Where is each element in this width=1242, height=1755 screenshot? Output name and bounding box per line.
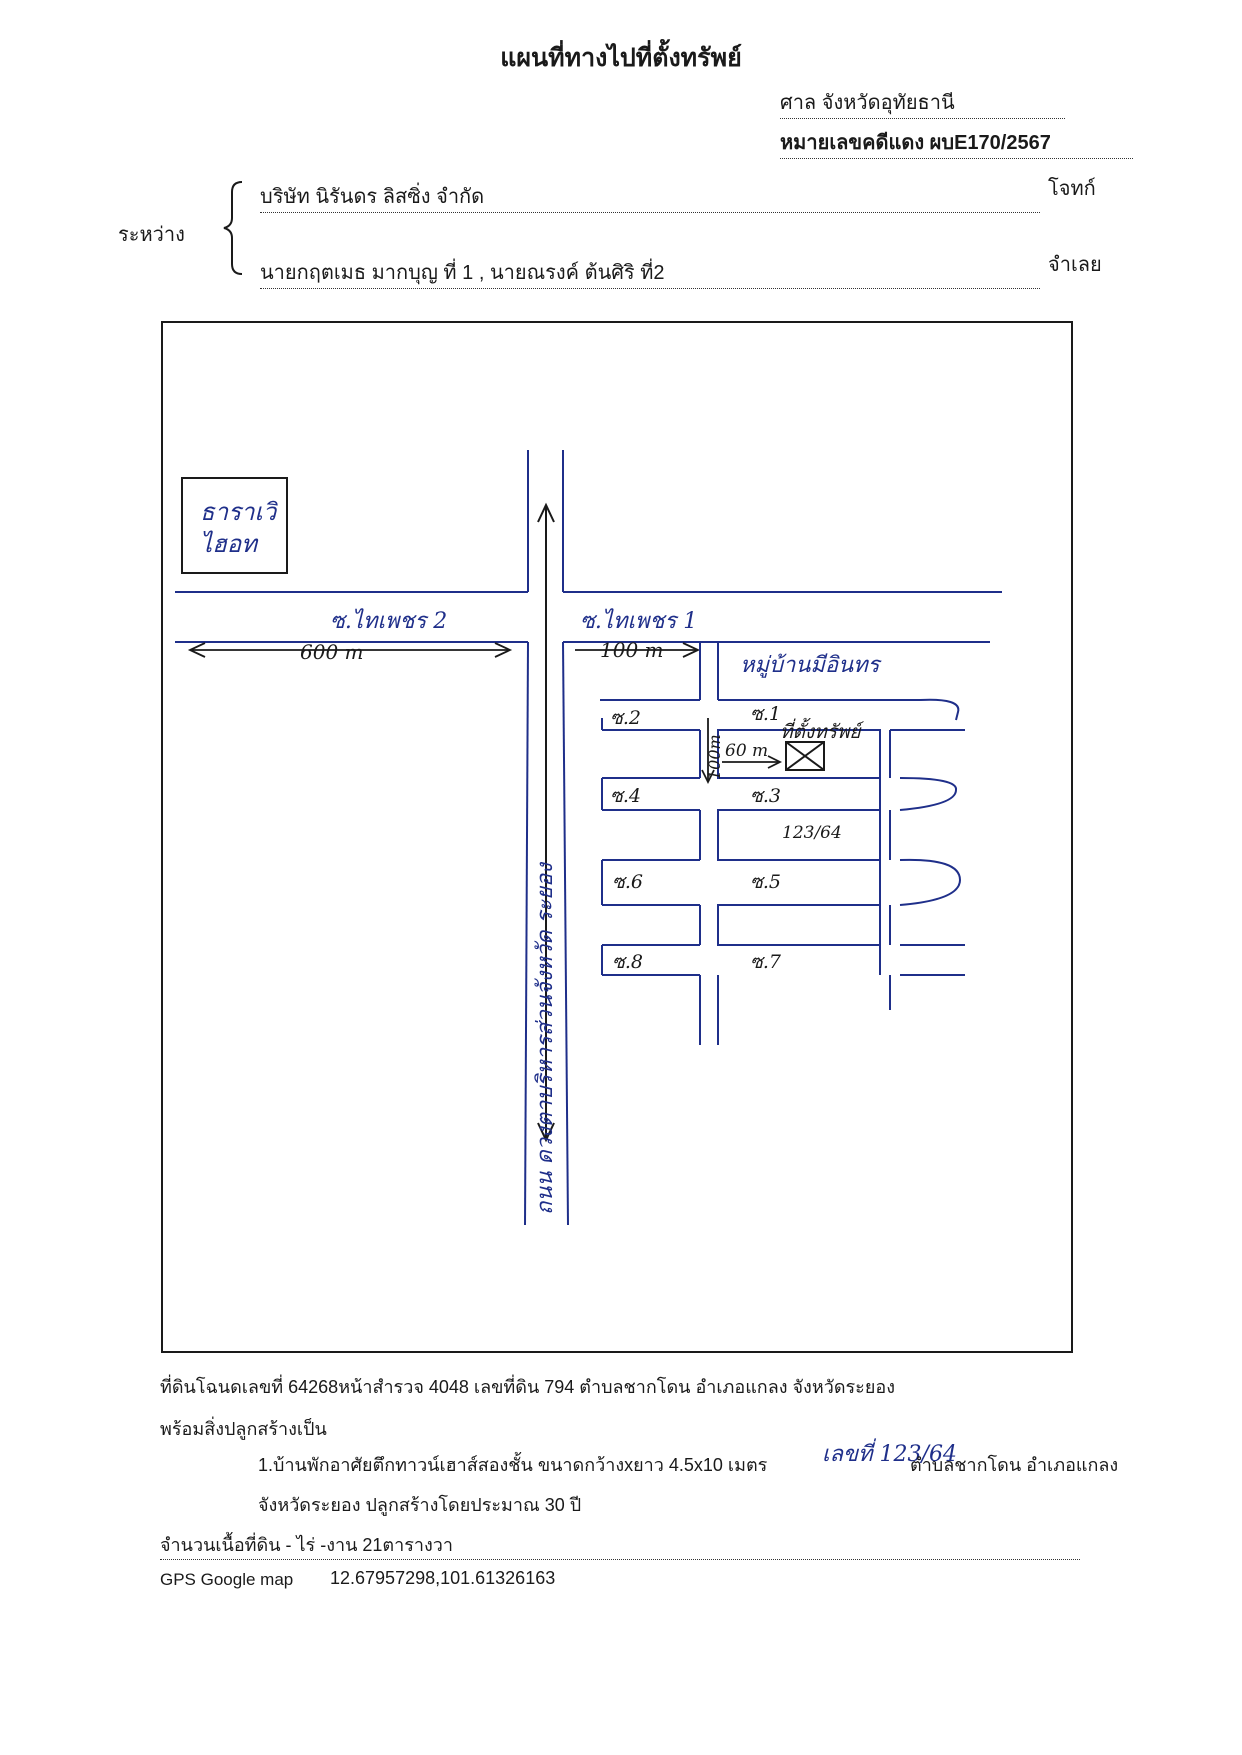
soi-right-label: ซ.ไทเพชร 1 (580, 608, 697, 634)
plaintiff-name: บริษัท นิรันดร ลิสซิ่ง จำกัด (260, 180, 1040, 213)
village-label: หมู่บ้านมีอินทร (740, 653, 883, 678)
dist-left-label: 600 m (300, 640, 364, 664)
building-line-2: จังหวัดระยอง ปลูกสร้างโดยประมาณ 30 ปี (258, 1495, 582, 1515)
document-title: แผนที่ทางไปที่ตั้งทรัพย์ (500, 44, 742, 72)
plaintiff-role: โจทก์ (1048, 178, 1096, 200)
house-number-label: 123/64 (782, 823, 842, 843)
dist-down-label: 100m (705, 734, 724, 780)
landmark-line1: ธาราเวิ (200, 498, 278, 526)
dist-arrows (187, 642, 701, 658)
soi-1-label: ซ.1 (750, 703, 781, 725)
between-label: ระหว่าง (118, 224, 185, 246)
village-roads (600, 698, 965, 1045)
defendant-name: นายกฤตเมธ มากบุญ ที่ 1 , นายณรงค์ ต้นศิร… (260, 256, 1040, 289)
side-roads (175, 591, 1002, 643)
court-name: ศาล จังหวัดอุทัยธานี (780, 86, 1065, 119)
building-line-1-end: ตำบลชากโดน อำเภอแกลง (910, 1455, 1119, 1475)
soi-2-label: ซ.2 (610, 707, 641, 729)
main-road (524, 450, 569, 1226)
soi-5-label: ซ.5 (750, 871, 781, 893)
handwritten-house-number: เลขที่ 123/64 (822, 1442, 957, 1467)
brace-icon (223, 181, 243, 275)
building-line-1: 1.บ้านพักอาศัยตึกทาวน์เฮาส์สองชั้น ขนาดก… (258, 1455, 768, 1475)
map-frame (161, 321, 1073, 1353)
soi-labels: ซ.2 ซ.1 ซ.4 ซ.3 ซ.6 ซ.5 ซ.8 ซ.7 (610, 703, 782, 973)
village-entrance (699, 642, 719, 700)
dist-east-label: 60 m (725, 741, 768, 761)
dist-down-arrow (701, 718, 783, 785)
soi-7-label: ซ.7 (750, 951, 782, 973)
property-map: ธาราเวิ ไฮอท ถนน ดวงตาบริหารส่วนจังหวัด … (161, 321, 1073, 1353)
main-road-label: ถนน ดวงตาบริหารส่วนจังหวัด ระยอง (533, 861, 558, 1215)
soi-6-label: ซ.6 (612, 871, 643, 893)
with-buildings-line: พร้อมสิ่งปลูกสร้างเป็น (160, 1419, 327, 1439)
case-number: หมายเลขคดีแดง ผบE170/2567 (780, 126, 1133, 159)
land-deed-line: ที่ดินโฉนดเลขที่ 64268หน้าสำรวจ 4048 เลข… (160, 1377, 895, 1397)
property-label: ที่ตั้งทรัพย์ (780, 717, 865, 743)
soi-8-label: ซ.8 (612, 951, 643, 973)
soi-4-label: ซ.4 (610, 785, 641, 807)
landmark-box (181, 477, 288, 574)
gps-label: GPS Google map (160, 1570, 294, 1589)
main-road-arrow (537, 502, 555, 1143)
defendant-role: จำเลย (1048, 254, 1102, 276)
gps-value: 12.67957298,101.61326163 (330, 1568, 556, 1588)
land-area-line: จำนวนเนื้อที่ดิน - ไร่ -งาน 21ตารางวา (160, 1530, 1080, 1560)
soi-left-label: ซ.ไทเพชร 2 (330, 608, 447, 634)
property-marker (785, 741, 825, 771)
dist-right-label: 100 m (600, 638, 664, 662)
property-x-icon (785, 741, 825, 771)
soi-3-label: ซ.3 (750, 785, 781, 807)
landmark-line2: ไฮอท (200, 530, 259, 558)
